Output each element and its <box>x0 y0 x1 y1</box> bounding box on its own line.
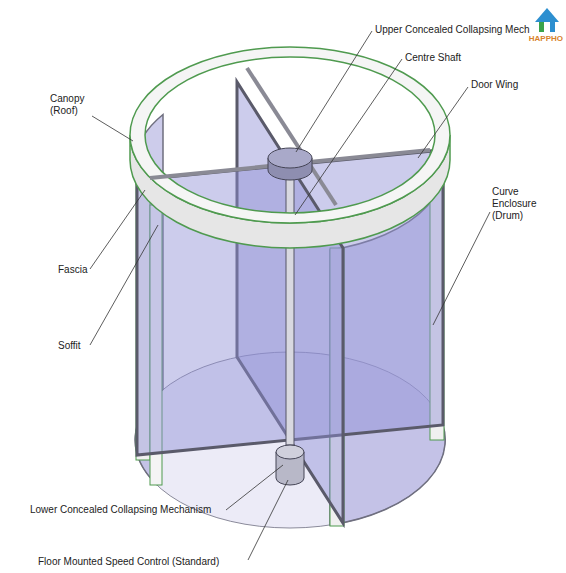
centre-shaft <box>286 165 294 445</box>
top-frame <box>150 68 430 205</box>
callout-label: Curve Enclosure (Drum) <box>492 186 550 222</box>
logo-icon <box>535 8 559 32</box>
callout-label: Fascia <box>58 264 87 276</box>
leader-lines <box>90 31 490 560</box>
callout-label: Door Wing <box>471 79 518 91</box>
callout-label: Soffit <box>58 340 81 352</box>
canopy-ring <box>130 47 450 223</box>
logo-text: HAPPHO <box>529 34 563 44</box>
callout-label: Floor Mounted Speed Control (Standard) <box>38 556 219 568</box>
callout-label: Centre Shaft <box>405 52 461 64</box>
callout-label: Upper Concealed Collapsing Mech <box>375 24 530 36</box>
door-wings <box>137 82 443 523</box>
callout-label: Lower Concealed Collapsing Mechanism <box>30 504 211 516</box>
callout-label: Canopy (Roof) <box>50 93 96 117</box>
